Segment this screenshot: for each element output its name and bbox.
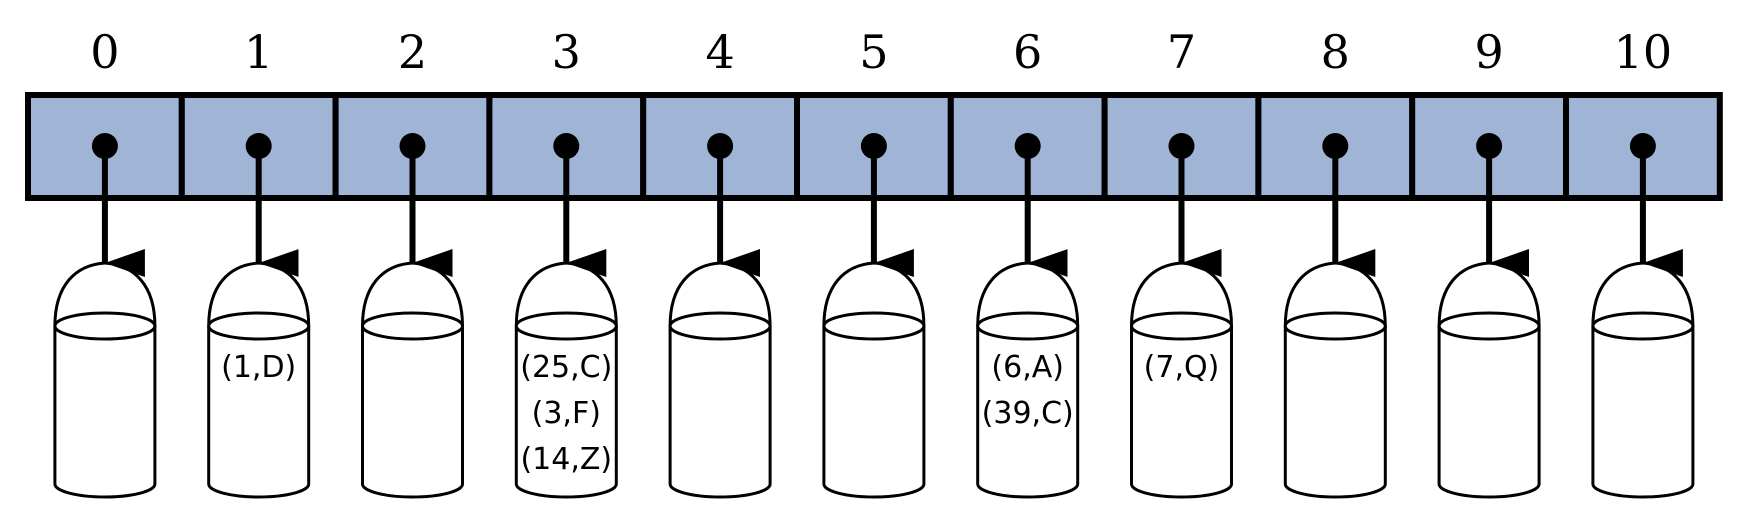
bucket-body [1130,326,1233,499]
bucket-rim [668,311,772,341]
bucket-rim [1283,311,1387,341]
array-index-label: 3 [552,25,581,79]
bucket-rim [976,311,1080,341]
array-index-label: 6 [1013,25,1042,79]
bucket-dome [822,261,926,327]
bucket [1283,261,1387,499]
bucket-entry: (6,A) [991,350,1064,385]
bucket-entry: (14,Z) [520,442,612,477]
bucket-entry: (25,C) [520,350,612,385]
bucket-entry: (7,Q) [1144,350,1220,385]
array-index-label: 7 [1167,25,1196,79]
bucket-dome [1437,261,1541,327]
bucket-body [207,326,311,499]
array-index-label: 9 [1474,25,1503,79]
bucket-rim [822,311,926,341]
bucket [822,261,926,499]
bucket-dome [514,261,618,327]
bucket-rim [361,311,464,341]
bucket-dome [1130,261,1233,327]
bucket-rim [53,311,157,341]
bucket-rim [514,311,618,341]
bucket-dome [668,261,772,327]
bucket-body [976,326,1080,499]
array-index-label: 1 [244,25,273,79]
bucket-rim [1591,311,1695,341]
bucket-body [53,326,157,499]
bucket-dome [1591,261,1695,327]
array-index-label: 8 [1321,25,1350,79]
bucket-dome [1283,261,1387,327]
bucket-body [1437,326,1541,499]
pointer-arrows [91,133,1683,277]
bucket: (7,Q) [1130,261,1233,499]
bucket-body [822,326,926,499]
array-index-label: 4 [705,25,734,79]
bucket [53,261,157,499]
bucket [668,261,772,499]
bucket [1437,261,1541,499]
bucket-dome [207,261,311,327]
array-index-label: 5 [859,25,888,79]
array-index-label: 10 [1614,25,1673,79]
array-index-label: 2 [398,25,427,79]
bucket-body [514,326,618,499]
bucket-rim [1437,311,1541,341]
array-index-label: 0 [90,25,119,79]
bucket-dome [976,261,1080,327]
bucket [361,261,464,499]
bucket-entry: (1,D) [221,350,296,385]
bucket-dome [361,261,464,327]
bucket-body [668,326,772,499]
bucket-containers: (1,D) (25,C) (3,F) (14,Z) (6,A) (39,C) (7,Q) [53,261,1695,499]
bucket-rim [207,311,311,341]
bucket-rim [1130,311,1233,341]
bucket [1591,261,1695,499]
bucket-entry: (3,F) [532,396,601,431]
bucket-body [361,326,464,499]
bucket-entry: (39,C) [982,396,1074,431]
bucket-dome [53,261,157,327]
bucket: (1,D) [207,261,311,499]
bucket-body [1591,326,1695,499]
bucket: (25,C) (3,F) (14,Z) [514,261,618,499]
bucket: (6,A) (39,C) [976,261,1080,499]
bucket-body [1283,326,1387,499]
